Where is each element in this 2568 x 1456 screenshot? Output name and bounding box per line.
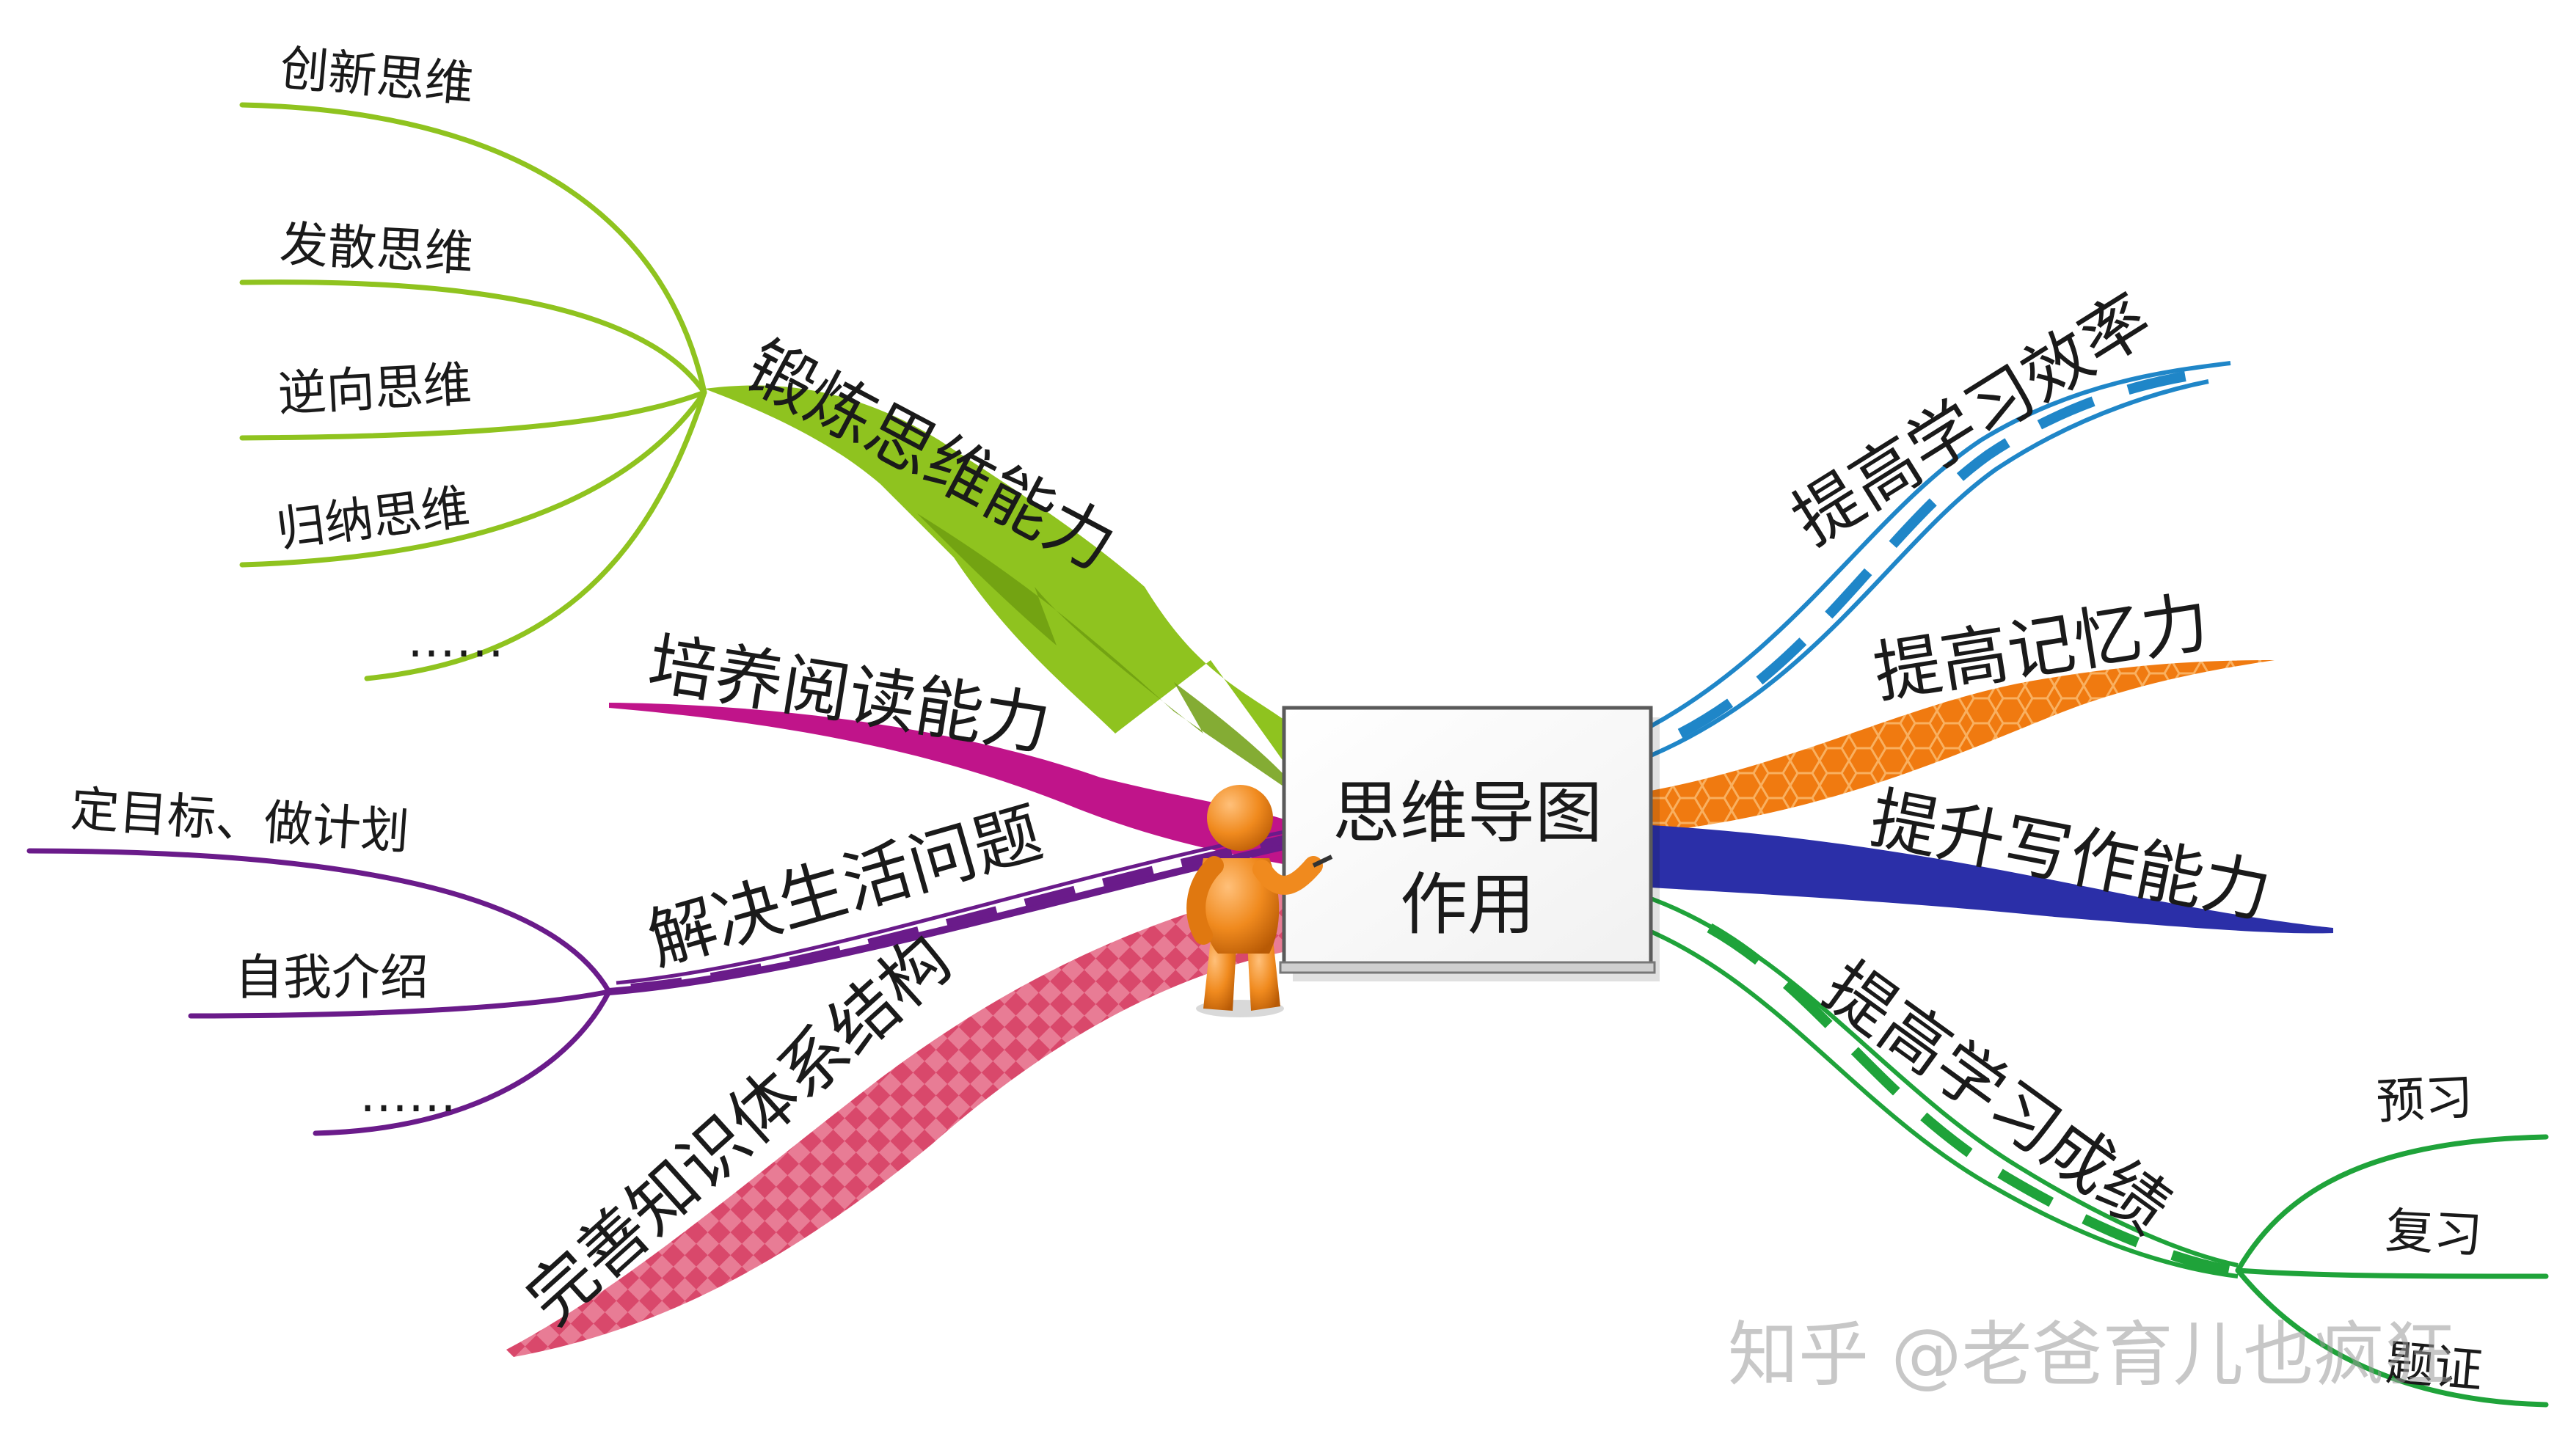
leaf-problems-more: …… <box>360 1067 456 1123</box>
presenter-figure-icon <box>1186 785 1333 1017</box>
branch-memory-shape <box>1651 660 2275 833</box>
leaf-self-intro: 自我介绍 <box>235 949 428 1006</box>
branch-thinking-label: 锻炼思维能力 <box>734 326 1128 586</box>
leaf-thinking-more: …… <box>407 612 504 668</box>
branch-writing-shape <box>1651 825 2333 934</box>
center-node: 思维导图 作用 <box>1279 706 1660 981</box>
leaf-divergent-thinking: 发散思维 <box>278 216 475 282</box>
leaf-reverse-thinking: 逆向思维 <box>277 356 473 422</box>
whiteboard-tray <box>1279 961 1656 974</box>
branch-knowledge-shape <box>506 880 1313 1357</box>
branch-knowledge: 完善知识体系结构 <box>506 880 1313 1357</box>
leaf-grades-third: 题证 <box>2384 1334 2485 1399</box>
leaf-review: 复习 <box>2384 1202 2484 1264</box>
branch-grades-label: 提高学习成绩 <box>1810 947 2184 1248</box>
leaf-inductive-thinking: 归纳思维 <box>274 478 473 558</box>
leaf-set-goals: 定目标、做计划 <box>69 780 411 860</box>
leaf-preview: 预习 <box>2375 1069 2475 1130</box>
watermark: 知乎 @老爸育儿也疯狂 <box>1728 1314 2455 1396</box>
branch-reading-label: 培养阅读能力 <box>643 624 1056 765</box>
leaf-creative-thinking: 创新思维 <box>278 40 476 113</box>
branch-thinking-shadow <box>917 513 1313 807</box>
branch-efficiency-label: 提高学习效率 <box>1779 279 2164 560</box>
center-title-line2: 作用 <box>1400 866 1535 944</box>
center-title-line1: 思维导图 <box>1332 774 1602 852</box>
